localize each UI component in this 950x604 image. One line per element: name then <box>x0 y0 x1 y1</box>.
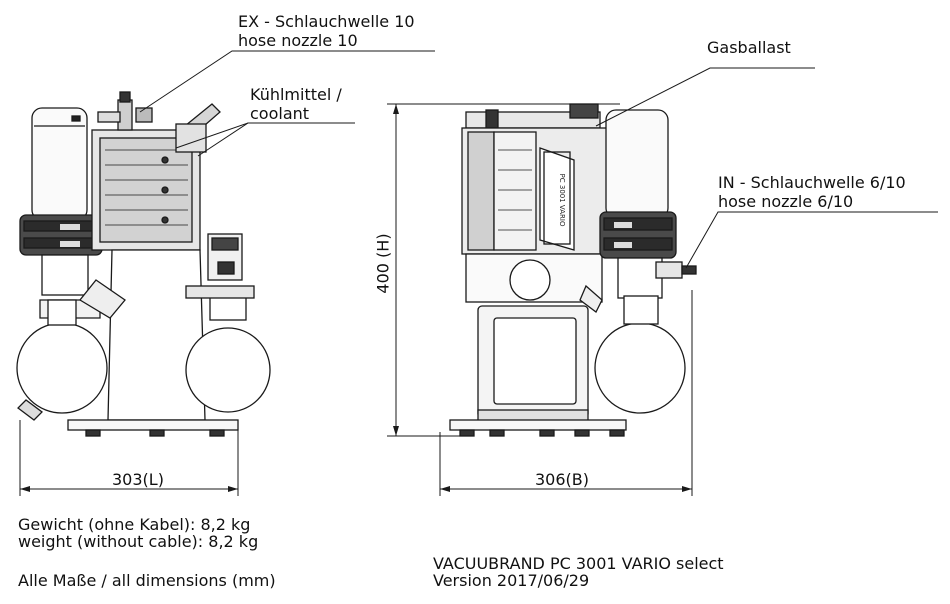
weight-de: Gewicht (ohne Kabel): 8,2 kg <box>18 515 251 534</box>
gasballast-label: Gasballast <box>707 38 791 57</box>
ex-nozzle-label-de: EX - Schlauchwelle 10 <box>238 12 415 31</box>
coolant-label-de: Kühlmittel / <box>250 85 342 104</box>
height-dimension: 400 (H) <box>373 233 393 294</box>
in-nozzle-label-en: hose nozzle 6/10 <box>718 192 854 211</box>
dimensions-note: Alle Maße / all dimensions (mm) <box>18 571 276 590</box>
in-nozzle-label-de: IN - Schlauchwelle 6/10 <box>718 173 906 192</box>
pump-front-view <box>449 103 697 437</box>
version-date: Version 2017/06/29 <box>433 571 590 590</box>
dimension-lines <box>19 103 693 496</box>
dimension-arrows <box>20 104 692 492</box>
leader-lines <box>139 50 938 269</box>
pump-side-view <box>16 91 271 437</box>
weight-en: weight (without cable): 8,2 kg <box>18 532 259 551</box>
coolant-label-en: coolant <box>250 104 310 123</box>
model-name: VACUUBRAND PC 3001 VARIO select <box>433 554 724 573</box>
width-dimension: 306(B) <box>535 470 589 489</box>
length-dimension: 303(L) <box>112 470 164 489</box>
device-label-text: PC 3001 VARIO <box>558 174 566 227</box>
ex-nozzle-label-en: hose nozzle 10 <box>238 31 358 50</box>
